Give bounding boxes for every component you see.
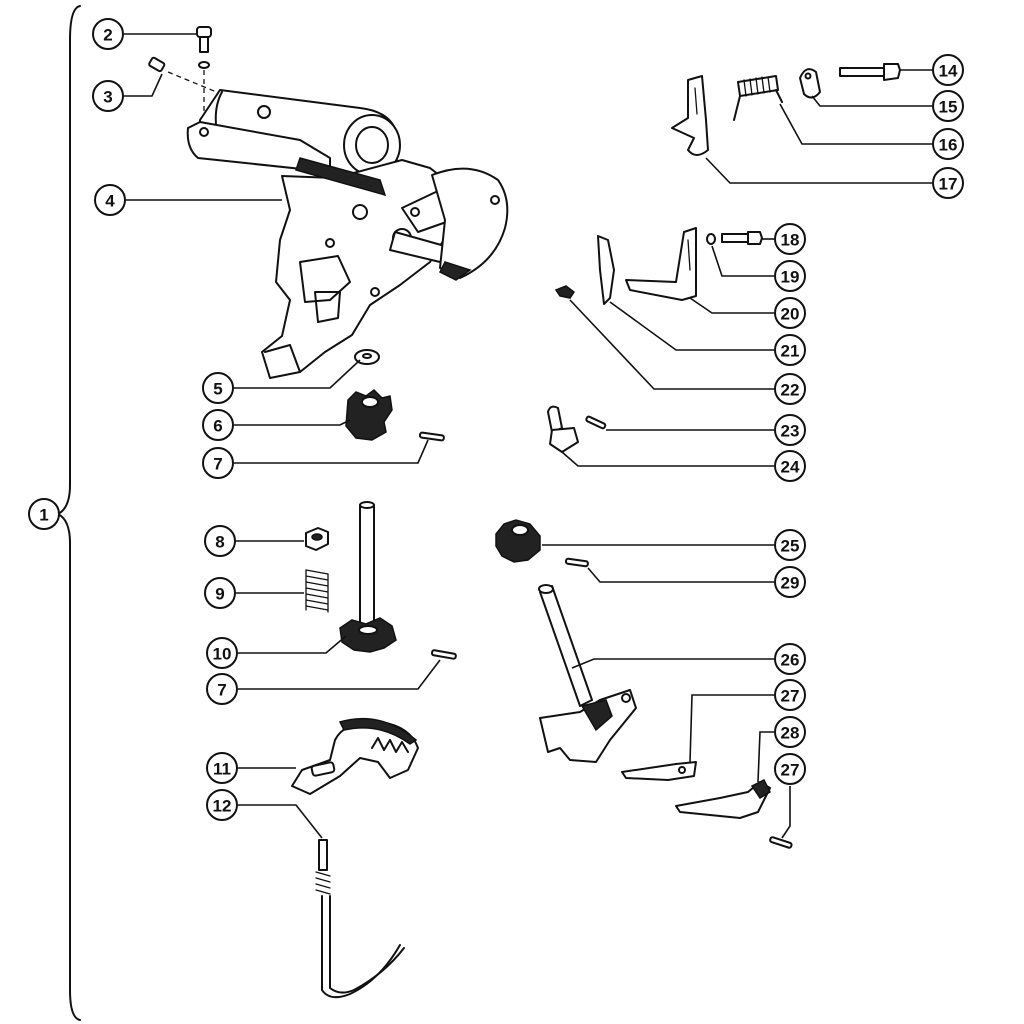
svg-text:2: 2 xyxy=(103,26,112,45)
svg-text:26: 26 xyxy=(781,651,800,670)
callout-10: 10 xyxy=(206,637,238,669)
callout-9: 9 xyxy=(204,577,236,609)
shaft-part-10 xyxy=(339,501,397,653)
callout-5: 5 xyxy=(202,372,234,404)
svg-text:1: 1 xyxy=(39,506,48,525)
svg-text:14: 14 xyxy=(939,62,958,81)
gear-part-25 xyxy=(495,519,541,563)
svg-text:8: 8 xyxy=(215,533,224,552)
svg-text:24: 24 xyxy=(781,458,800,477)
callout-17: 17 xyxy=(932,167,964,199)
clip-part-22 xyxy=(554,285,576,299)
callout-27b: 27 xyxy=(774,753,806,785)
callout-26: 26 xyxy=(774,643,806,675)
lever-part-27a xyxy=(621,761,697,781)
callout-15: 15 xyxy=(932,90,964,122)
leader-lines xyxy=(124,33,932,839)
bracket-part-20 xyxy=(625,227,697,301)
callout-14: 14 xyxy=(932,54,964,86)
nut-part-8 xyxy=(305,527,329,551)
gear-part-6 xyxy=(345,389,393,441)
callout-2: 2 xyxy=(92,18,124,50)
callout-19: 19 xyxy=(774,260,806,292)
svg-text:27: 27 xyxy=(781,761,800,780)
callout-1: 1 xyxy=(28,498,60,530)
washer-part-19 xyxy=(706,233,716,245)
spring-part-9 xyxy=(305,569,329,613)
svg-text:28: 28 xyxy=(781,724,800,743)
svg-text:29: 29 xyxy=(781,574,800,593)
svg-text:16: 16 xyxy=(939,136,958,155)
callout-7b: 7 xyxy=(206,673,238,705)
svg-text:23: 23 xyxy=(781,422,800,441)
callout-7a: 7 xyxy=(202,447,234,479)
shaft-fork-part-26 xyxy=(538,584,637,763)
pin-part-29 xyxy=(564,557,589,568)
lever-part-28 xyxy=(675,778,771,819)
svg-text:5: 5 xyxy=(213,380,222,399)
callout-28: 28 xyxy=(774,716,806,748)
pin-part-23 xyxy=(585,415,607,430)
callout-11: 11 xyxy=(206,752,238,784)
set-screw-part-3 xyxy=(148,56,266,122)
svg-text:4: 4 xyxy=(105,192,115,211)
callout-24: 24 xyxy=(774,450,806,482)
blade-part-21 xyxy=(597,235,615,305)
assembly-brace xyxy=(57,5,81,1021)
callout-27a: 27 xyxy=(774,679,806,711)
svg-text:6: 6 xyxy=(213,417,222,436)
svg-text:15: 15 xyxy=(939,98,958,117)
svg-text:20: 20 xyxy=(781,305,800,324)
svg-text:27: 27 xyxy=(781,687,800,706)
svg-text:10: 10 xyxy=(213,645,232,664)
callout-8: 8 xyxy=(204,525,236,557)
callout-18: 18 xyxy=(774,223,806,255)
callout-29: 29 xyxy=(774,566,806,598)
callout-6: 6 xyxy=(202,409,234,441)
svg-text:25: 25 xyxy=(781,537,800,556)
pin-part-27b xyxy=(769,836,793,849)
svg-text:18: 18 xyxy=(781,231,800,250)
pin-part-7a xyxy=(418,431,445,442)
washer-part-5 xyxy=(354,349,380,365)
callout-3: 3 xyxy=(92,80,124,112)
bracket-part-17 xyxy=(671,75,709,156)
svg-text:7: 7 xyxy=(217,681,226,700)
screw-part-2 xyxy=(196,26,212,53)
lever-part-11 xyxy=(291,717,419,795)
callout-12: 12 xyxy=(206,789,238,821)
callout-23: 23 xyxy=(774,414,806,446)
svg-text:9: 9 xyxy=(215,585,224,604)
bolt-part-18 xyxy=(721,231,763,245)
svg-text:11: 11 xyxy=(213,760,231,779)
svg-text:21: 21 xyxy=(781,342,800,361)
svg-text:22: 22 xyxy=(781,381,800,400)
callout-22: 22 xyxy=(774,373,806,405)
housing-part-4 xyxy=(186,89,509,379)
bolt-part-14 xyxy=(839,63,901,81)
spring-part-16 xyxy=(733,75,783,121)
svg-text:12: 12 xyxy=(213,797,232,816)
callout-21: 21 xyxy=(774,334,806,366)
stud-part-24 xyxy=(547,405,579,453)
svg-text:19: 19 xyxy=(781,268,800,287)
callout-16: 16 xyxy=(932,128,964,160)
svg-text:7: 7 xyxy=(213,455,222,474)
hook-rod-part-12 xyxy=(315,839,405,999)
callout-20: 20 xyxy=(774,297,806,329)
callout-4: 4 xyxy=(94,184,126,216)
svg-text:17: 17 xyxy=(939,175,958,194)
svg-text:3: 3 xyxy=(103,88,112,107)
pin-part-7b xyxy=(430,649,457,660)
callout-25: 25 xyxy=(774,529,806,561)
plate-part-15 xyxy=(799,68,821,99)
